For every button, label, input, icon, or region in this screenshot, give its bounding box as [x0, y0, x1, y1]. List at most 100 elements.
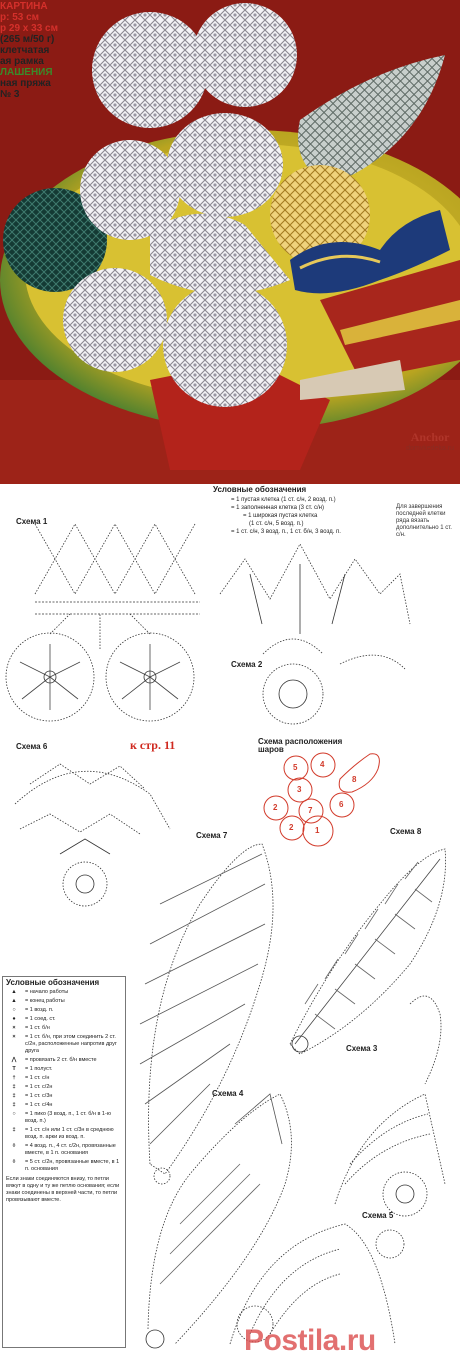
legend-symbol: ‡ — [12, 1102, 16, 1108]
legend-item: ◊ = 5 ст. с/2н, провязанные вместе, в 1 п… — [6, 1159, 122, 1173]
legend-top-row-4: (1 ст. с/н, 5 возд. п.) — [249, 521, 304, 527]
legend-text: = 1 пико (3 возд. п., 1 ст. б/н в 1-ю во… — [25, 1111, 111, 1124]
scheme-1-drawing — [5, 523, 200, 722]
scheme-7-drawing — [139, 843, 274, 1185]
brand-site: domvkedeka.ru — [406, 445, 454, 452]
layout-number: 2 — [273, 803, 278, 812]
layout-number: 6 — [339, 800, 344, 809]
schemes-drawing — [5, 523, 446, 1349]
legend-text: = начало работы — [25, 989, 69, 995]
scheme-5-drawing — [229, 1223, 405, 1345]
legend-symbol: ▲ — [11, 989, 17, 995]
legend-top-title: Условные обозначения — [213, 485, 307, 494]
info-line-3: р 29 х 33 см — [0, 23, 58, 34]
legend-top: Условные обозначения = 1 пустая клетка (… — [213, 486, 459, 536]
legend-item: × = 1 ст. б/н — [6, 1025, 122, 1032]
legend-text: = 1 ст. с/н или 1 ст. с/3н в среднюю воз… — [25, 1127, 114, 1140]
info-line-2: р: 53 см — [0, 12, 40, 23]
legend-text: = провязать 2 ст. б/н вместе — [25, 1057, 97, 1063]
legend-item: × = 1 ст. б/н, при этом соединить 2 ст. с… — [6, 1034, 122, 1055]
scheme-3-label: Схема 3 — [346, 1044, 378, 1053]
layout-number: 4 — [320, 760, 325, 769]
legend-item: ‡ = 1 ст. с/н или 1 ст. с/3н в среднюю во… — [6, 1127, 122, 1141]
info-line-4: (265 м/50 г) — [0, 34, 55, 45]
layout-number: 7 — [308, 806, 313, 815]
legend-item: ○ = 1 возд. п. — [6, 1007, 122, 1014]
legend-top-note: Для завершения последней клетки ряда вяз… — [396, 504, 452, 538]
legend-text: = 1 возд. п. — [25, 1007, 54, 1013]
brand-name: Anchor — [410, 430, 450, 444]
info-line-9: № 3 — [0, 89, 20, 100]
legend-symbol: ‡ — [12, 1093, 16, 1099]
info-line-1: КАРТИНА — [0, 1, 48, 12]
balls-layout-title: Схема расположения шаров — [258, 737, 343, 754]
legend-side-title: Условные обозначения — [6, 978, 100, 987]
layout-number: 3 — [297, 785, 302, 794]
legend-symbol: ○ — [12, 1007, 16, 1013]
info-line-5: клетчатая — [0, 45, 50, 56]
scheme-8-drawing — [289, 848, 446, 1055]
legend-item: ◊ = 4 возд. п., 4 ст. с/2н, провязанные в… — [6, 1143, 122, 1157]
crochet-balls-illustration — [0, 0, 460, 484]
scheme-5-label: Схема 5 — [362, 1211, 394, 1220]
page-reference: к стр. 11 — [130, 738, 176, 752]
scheme-6-label: Схема 6 — [16, 742, 48, 751]
info-line-6: ая рамка — [0, 56, 44, 67]
legend-text: = 1 ст. с/3н — [25, 1093, 53, 1099]
legend-top-row-5: = 1 ст. с/н, 3 возд. п., 1 ст. б/н, 3 во… — [231, 529, 341, 535]
scheme-8-label: Схема 8 — [390, 827, 422, 836]
legend-text: = 1 ст. с/н — [25, 1075, 50, 1081]
legend-symbol: ⋀ — [11, 1057, 17, 1063]
layout-number: 2 — [289, 823, 294, 832]
layout-number: 8 — [352, 775, 357, 784]
scheme-7-label: Схема 7 — [196, 831, 228, 840]
legend-top-row-1: = 1 пустая клетка (1 ст. с/н, 2 возд. п.… — [231, 497, 336, 503]
legend-symbol: ○ — [12, 1111, 16, 1117]
legend-item: ‡ = 1 ст. с/3н — [6, 1093, 122, 1100]
legend-symbol: ‡ — [12, 1127, 16, 1133]
layout-number: 5 — [293, 763, 298, 772]
legend-item: ‡ = 1 ст. с/2н — [6, 1084, 122, 1091]
legend-text: = 1 соед. ст. — [25, 1016, 56, 1022]
scheme-2-label: Схема 2 — [231, 660, 263, 669]
crochet-diagrams: Схема 1 Схема 2 Схема 6 Схема 7 Схема 8 … — [0, 484, 460, 1352]
legend-symbol: × — [12, 1025, 16, 1031]
legend-text: = конец работы — [25, 998, 65, 1004]
legend-text: = 1 полуст. — [25, 1066, 53, 1072]
legend-item: T = 1 полуст. — [6, 1066, 122, 1073]
pattern-info-box: КАРТИНА р: 53 см р 29 х 33 см (265 м/50 … — [0, 0, 86, 100]
layout-number: 1 — [315, 826, 320, 835]
info-line-7: ЛАШЕНИЯ — [0, 67, 53, 78]
watermark: Postila.ru — [244, 1324, 376, 1352]
legend-text: = 5 ст. с/2н, провязанные вместе, в 1 п.… — [25, 1159, 120, 1172]
scheme-4-label: Схема 4 — [212, 1089, 244, 1098]
legend-symbol: T — [12, 1066, 16, 1072]
product-photo: КАРТИНА р: 53 см р 29 х 33 см (265 м/50 … — [0, 0, 460, 484]
scheme-1-label: Схема 1 — [16, 517, 48, 526]
scheme-6-drawing — [14, 763, 171, 907]
legend-side-footer: Если знаки соединяются внизу, то петли в… — [6, 1176, 120, 1203]
legend-top-row-2: = 1 заполненная клетка (3 ст. с/н) — [231, 505, 324, 511]
legend-side: Условные обозначения ▲ = начало работы ▲ =… — [2, 976, 126, 1348]
legend-symbol: † — [12, 1075, 16, 1081]
legend-item: ▲ = начало работы — [6, 989, 122, 996]
legend-item: ▲ = конец работы — [6, 998, 122, 1005]
legend-text: = 1 ст. с/4н — [25, 1102, 53, 1108]
legend-symbol: ◊ — [12, 1143, 16, 1149]
legend-symbol: × — [12, 1034, 16, 1040]
legend-text: = 4 возд. п., 4 ст. с/2н, провязанные вм… — [25, 1143, 116, 1156]
legend-symbol: ▲ — [11, 998, 17, 1004]
scheme-3-drawing — [334, 995, 446, 1217]
legend-symbol: ● — [12, 1016, 16, 1022]
legend-text: = 1 ст. с/2н — [25, 1084, 53, 1090]
balls-layout-drawing — [263, 752, 380, 847]
legend-symbol: ◊ — [12, 1159, 16, 1165]
legend-text: = 1 ст. б/н — [25, 1025, 50, 1031]
legend-text: = 1 ст. б/н, при этом соединить 2 ст. с/… — [25, 1034, 117, 1054]
legend-symbol: ‡ — [12, 1084, 16, 1090]
brand-logo: Anchor domvkedeka.ru — [406, 430, 454, 452]
legend-item: ⋀ = провязать 2 ст. б/н вместе — [6, 1057, 122, 1064]
legend-item: ● = 1 соед. ст. — [6, 1016, 122, 1023]
legend-top-row-3: = 1 широкая пустая клетка — [243, 513, 318, 519]
legend-item: † = 1 ст. с/н — [6, 1075, 122, 1082]
